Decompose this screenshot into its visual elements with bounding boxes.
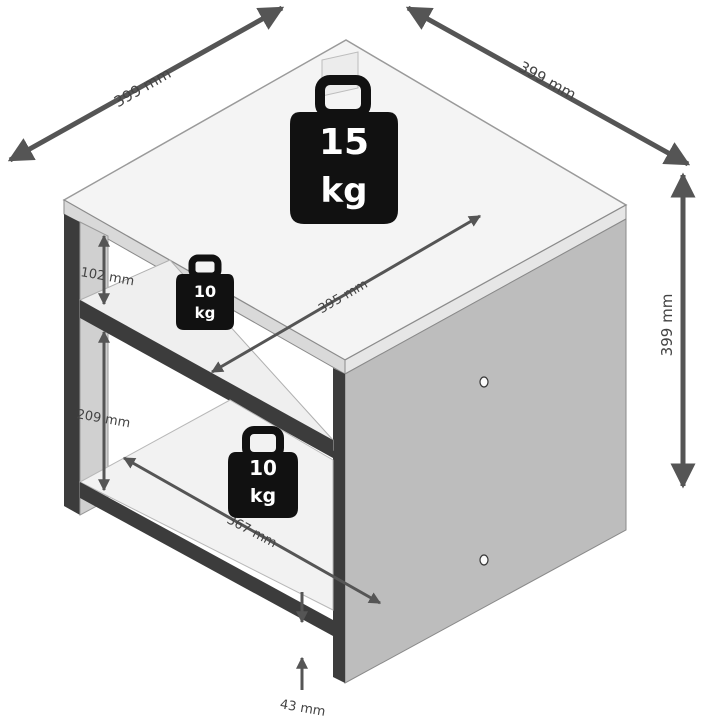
weight-10kg-lower-unit: kg <box>250 485 276 507</box>
weight-10kg-upper-value: 10 <box>194 282 216 301</box>
width-label: 399 mm <box>111 64 174 111</box>
dimension-arrows <box>7 5 696 690</box>
dowel-hole-lower <box>479 554 489 566</box>
depth-arrow <box>405 5 691 167</box>
left-side-panel <box>64 214 80 515</box>
back-board <box>321 51 359 97</box>
weight-15kg-icon: 15 kg <box>290 75 398 224</box>
width-arrow <box>7 5 285 163</box>
front-edge <box>333 368 345 683</box>
weight-15kg-value: 15 <box>319 122 369 163</box>
height-label: 399 mm <box>658 294 676 357</box>
depth-label: 399 mm <box>516 58 579 104</box>
upper-shelf-edge <box>80 300 333 458</box>
dowel-hole-upper <box>479 376 489 388</box>
inner-depth-upper-arrow <box>210 214 482 374</box>
base-height-label: 43 mm <box>279 697 327 720</box>
weight-10kg-lower-value: 10 <box>249 456 277 480</box>
weight-10kg-upper-unit: kg <box>195 304 216 322</box>
inner-depth-lower-arrow <box>122 456 382 605</box>
weight-10kg-upper-icon: 10 kg <box>176 254 234 330</box>
weight-15kg-unit: kg <box>321 171 368 211</box>
weight-10kg-lower-icon: 10 kg <box>228 426 298 518</box>
